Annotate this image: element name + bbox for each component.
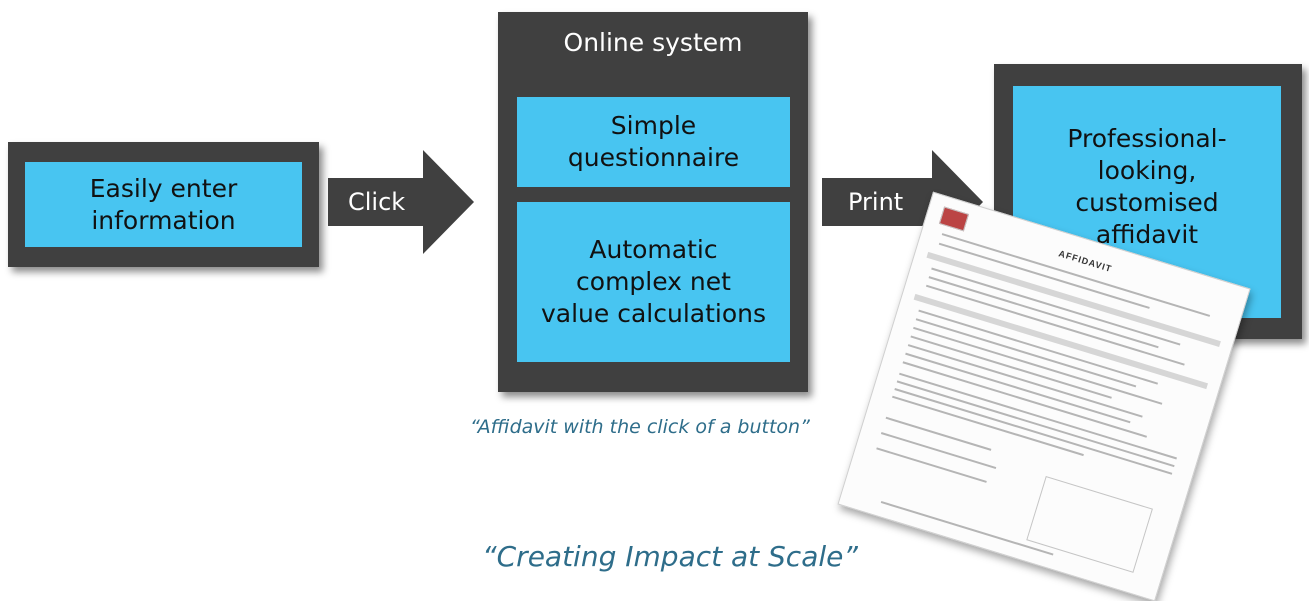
quote-click-of-button: “Affidavit with the click of a button” bbox=[470, 416, 810, 438]
calculations-line2: complex net bbox=[576, 267, 731, 296]
input-box-line2: information bbox=[91, 205, 236, 235]
print-arrow-label: Print bbox=[848, 188, 904, 216]
online-system-title: Online system bbox=[563, 28, 743, 57]
click-arrow-label: Click bbox=[348, 188, 406, 216]
input-box: Easily enter information bbox=[25, 162, 302, 247]
document-line bbox=[902, 361, 1148, 438]
questionnaire-line2: questionnaire bbox=[567, 143, 740, 172]
questionnaire-line1: Simple bbox=[610, 111, 697, 140]
output-box: Professional- looking, customised affida… bbox=[1013, 86, 1281, 318]
output-line3: customised bbox=[1075, 188, 1219, 217]
online-system-container: Online system Simple questionnaire Autom… bbox=[498, 12, 808, 392]
quote-impact-at-scale: “Creating Impact at Scale” bbox=[482, 540, 858, 573]
questionnaire-box: Simple questionnaire bbox=[517, 97, 790, 187]
input-box-line1: Easily enter bbox=[89, 173, 238, 203]
click-arrow-icon bbox=[328, 150, 474, 254]
output-line4: affidavit bbox=[1095, 220, 1199, 249]
calculations-box: Automatic complex net value calculations bbox=[517, 202, 790, 362]
document-line bbox=[880, 432, 997, 470]
input-container: Easily enter information bbox=[8, 142, 319, 267]
calculations-line3: value calculations bbox=[540, 299, 766, 328]
document-line bbox=[876, 447, 987, 483]
document-stamp-box bbox=[1026, 476, 1153, 573]
output-line1: Professional- bbox=[1067, 124, 1227, 153]
output-container: Professional- looking, customised affida… bbox=[994, 64, 1302, 339]
output-line2: looking, bbox=[1097, 156, 1197, 185]
calculations-line1: Automatic bbox=[589, 235, 718, 264]
